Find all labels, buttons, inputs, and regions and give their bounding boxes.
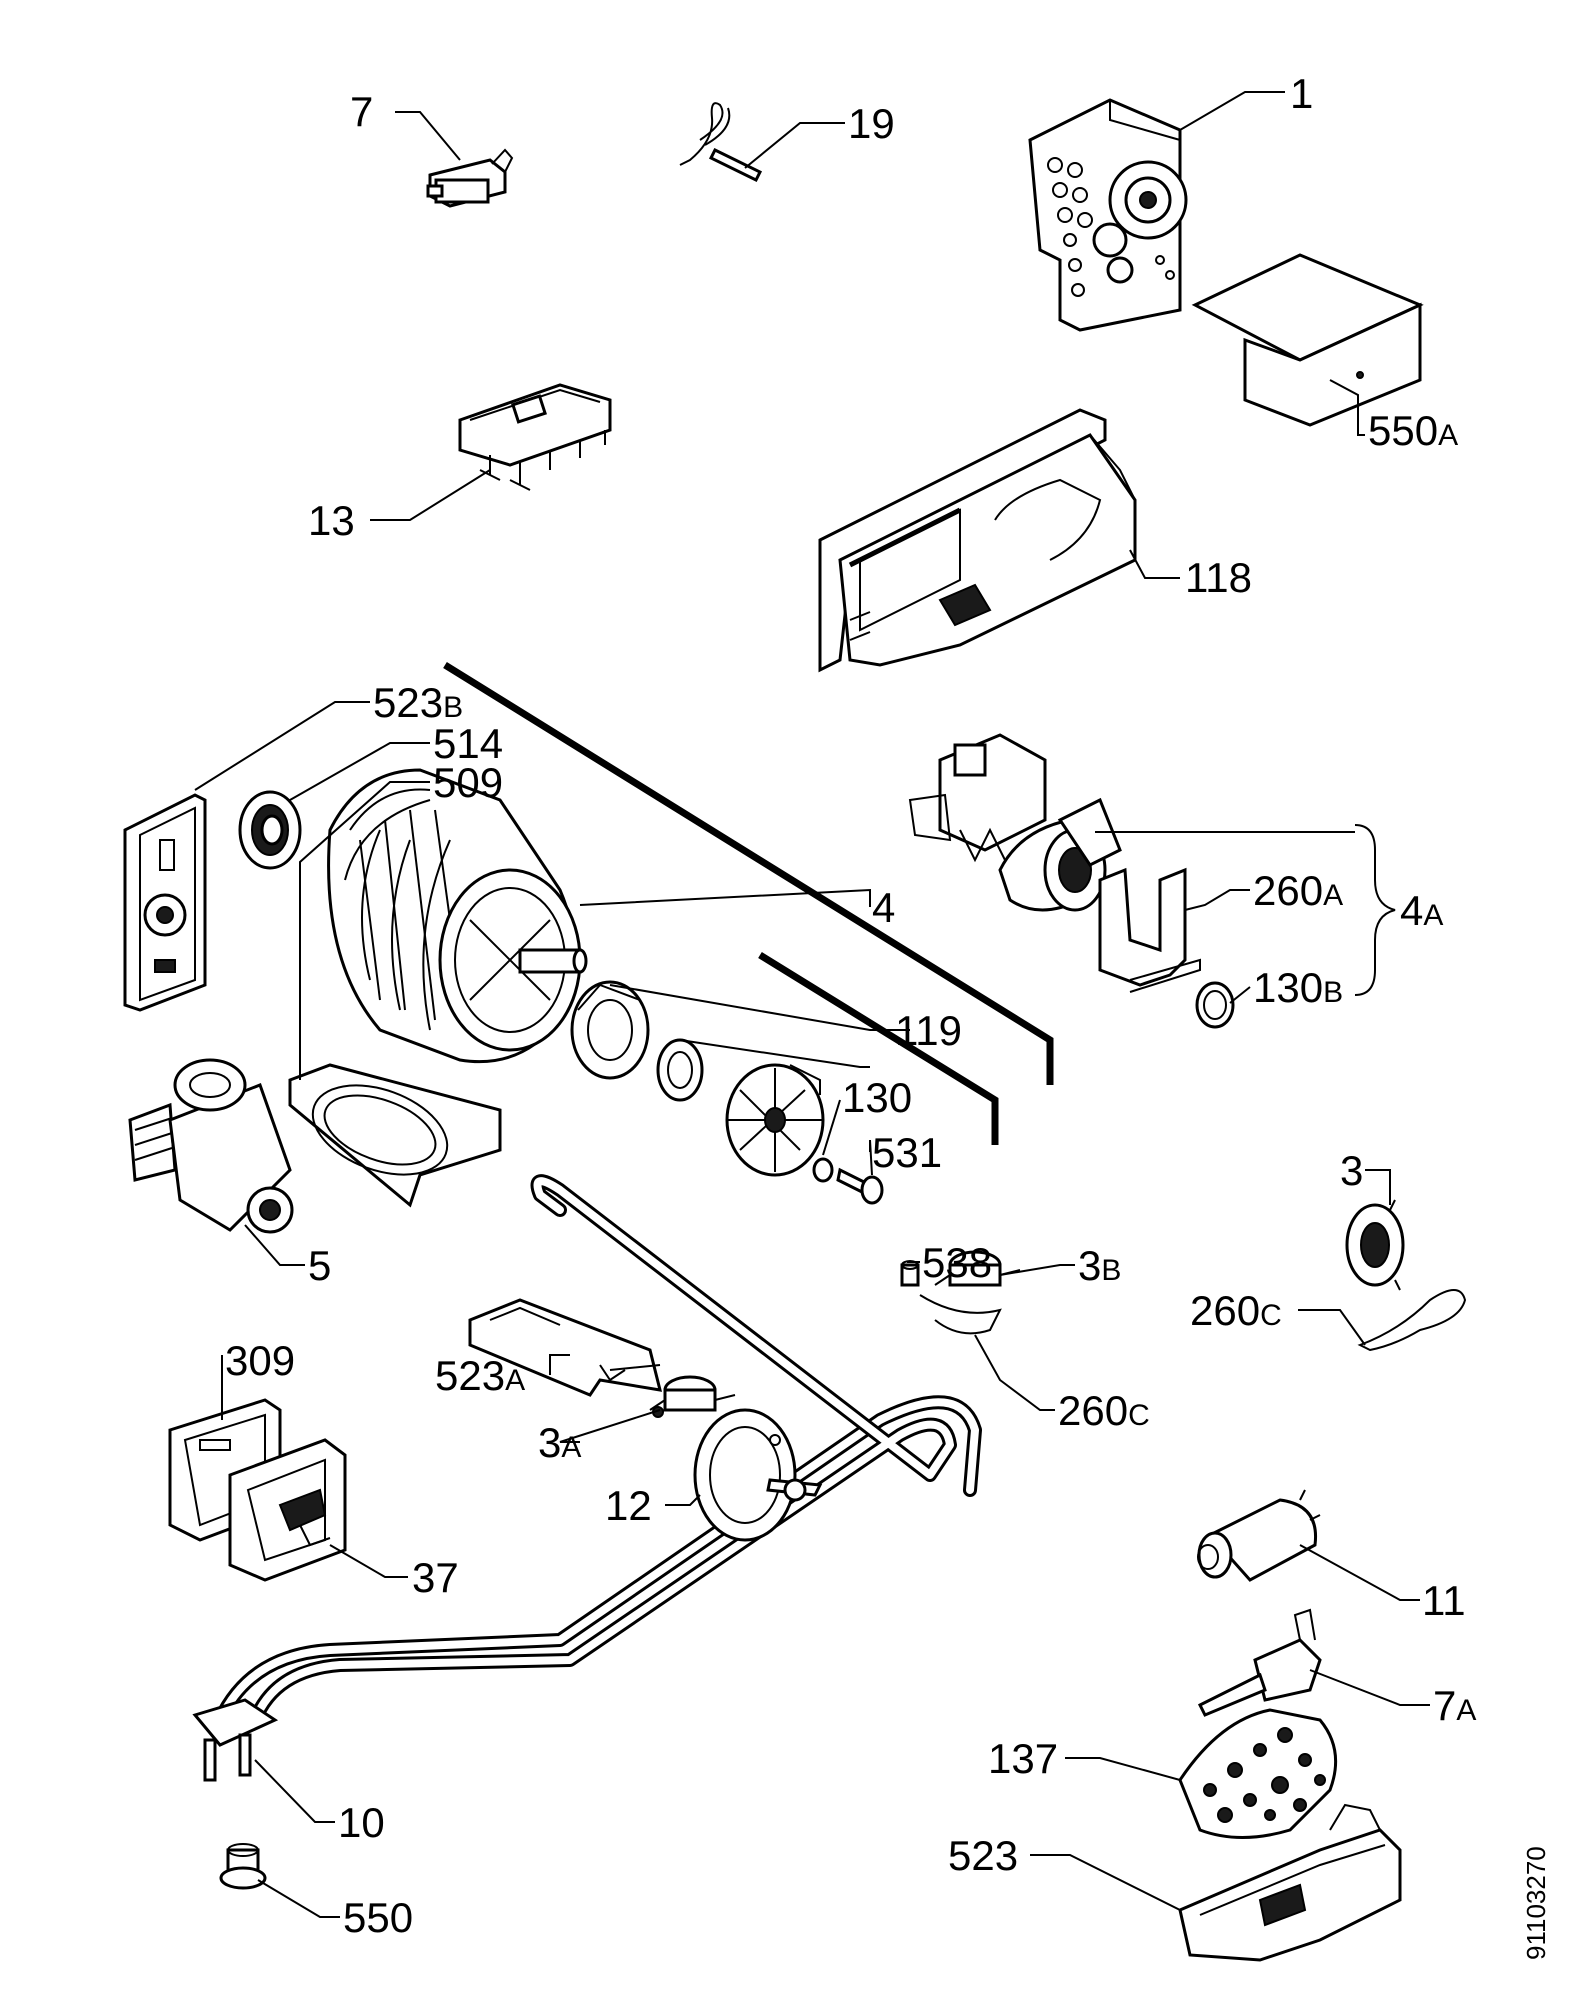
callout-3a: 3A <box>538 1419 581 1466</box>
callout-550a: 550A <box>1368 407 1458 454</box>
callout-11: 11 <box>1422 1577 1466 1624</box>
callout-514: 514 <box>433 720 503 767</box>
part-3-probe <box>1345 1199 1405 1291</box>
callout-19: 19 <box>848 100 895 147</box>
callout-538: 538 <box>922 1239 992 1286</box>
callout-12: 12 <box>605 1482 652 1529</box>
part-10-heater <box>192 1174 982 1782</box>
part-7a-microswitch <box>1197 1608 1322 1717</box>
part-12-pressure-switch <box>693 1408 823 1542</box>
brace-4a <box>1354 824 1396 996</box>
callout-118: 118 <box>1185 554 1252 601</box>
callout-7: 7 <box>350 88 373 135</box>
part-5-valve <box>128 1058 294 1234</box>
part-523-tray <box>1178 1803 1402 1962</box>
callout-509: 509 <box>433 759 503 806</box>
part-13-switch-block <box>458 383 612 491</box>
part-509-motor <box>327 768 588 1064</box>
part-523a-bracket <box>468 1298 663 1397</box>
callout-523a: 523A <box>435 1352 525 1399</box>
group-line-119 <box>758 952 999 1145</box>
part-523b-panel <box>123 793 207 1012</box>
part-130b-oring <box>1195 981 1235 1029</box>
callout-labels: 7 19 1 550A 13 118 523B 514 509 4 260A 4… <box>225 70 1476 1941</box>
part-509-plate <box>288 1063 502 1208</box>
part-37-block <box>228 1438 347 1582</box>
part-1-timer <box>1028 98 1188 332</box>
callout-260c-right: 260C <box>1190 1287 1282 1334</box>
callout-260a: 260A <box>1253 867 1343 914</box>
callout-309: 309 <box>225 1337 295 1384</box>
part-260a-bracket <box>1098 867 1201 993</box>
part-7-switch <box>426 148 514 208</box>
part-514-ring <box>238 790 302 870</box>
callout-37: 37 <box>412 1554 459 1601</box>
callout-130: 130 <box>842 1074 912 1121</box>
callout-4: 4 <box>872 884 895 931</box>
callout-1: 1 <box>1290 70 1313 117</box>
part-260c-chain <box>1357 1289 1467 1352</box>
part-118-dispenser <box>818 408 1137 673</box>
callout-523: 523 <box>948 1832 1018 1879</box>
part-550a-cover <box>1191 253 1424 427</box>
callout-550: 550 <box>343 1894 413 1941</box>
drawing-code: 91103270 <box>1521 1846 1551 1960</box>
callout-10: 10 <box>338 1799 385 1846</box>
callout-130b: 130B <box>1253 964 1343 1011</box>
callout-119: 119 <box>895 1007 962 1054</box>
part-137-filter <box>1178 1708 1338 1839</box>
callout-260c-mid: 260C <box>1058 1387 1150 1434</box>
callout-3: 3 <box>1340 1147 1363 1194</box>
part-4a-assembly <box>908 733 1122 912</box>
group-line-4 <box>443 662 1054 1085</box>
callout-531: 531 <box>872 1129 942 1176</box>
callout-7a: 7A <box>1433 1682 1476 1729</box>
leader-lines <box>194 91 1430 1918</box>
part-538-cap <box>900 1260 920 1287</box>
part-11-capacitor <box>1197 1489 1321 1582</box>
callout-5: 5 <box>308 1242 331 1289</box>
callout-523b: 523B <box>373 679 463 726</box>
part-550-plug <box>219 1843 267 1890</box>
callout-4a: 4A <box>1400 887 1443 934</box>
callout-137: 137 <box>988 1735 1058 1782</box>
callout-3b: 3B <box>1078 1242 1121 1289</box>
part-119-seal <box>570 980 825 1177</box>
part-531-screw <box>836 1167 884 1205</box>
callout-13: 13 <box>308 497 355 544</box>
part-130-nut <box>812 1157 834 1183</box>
part-19-sensor <box>679 102 763 183</box>
part-3a-thermostat <box>649 1375 736 1418</box>
